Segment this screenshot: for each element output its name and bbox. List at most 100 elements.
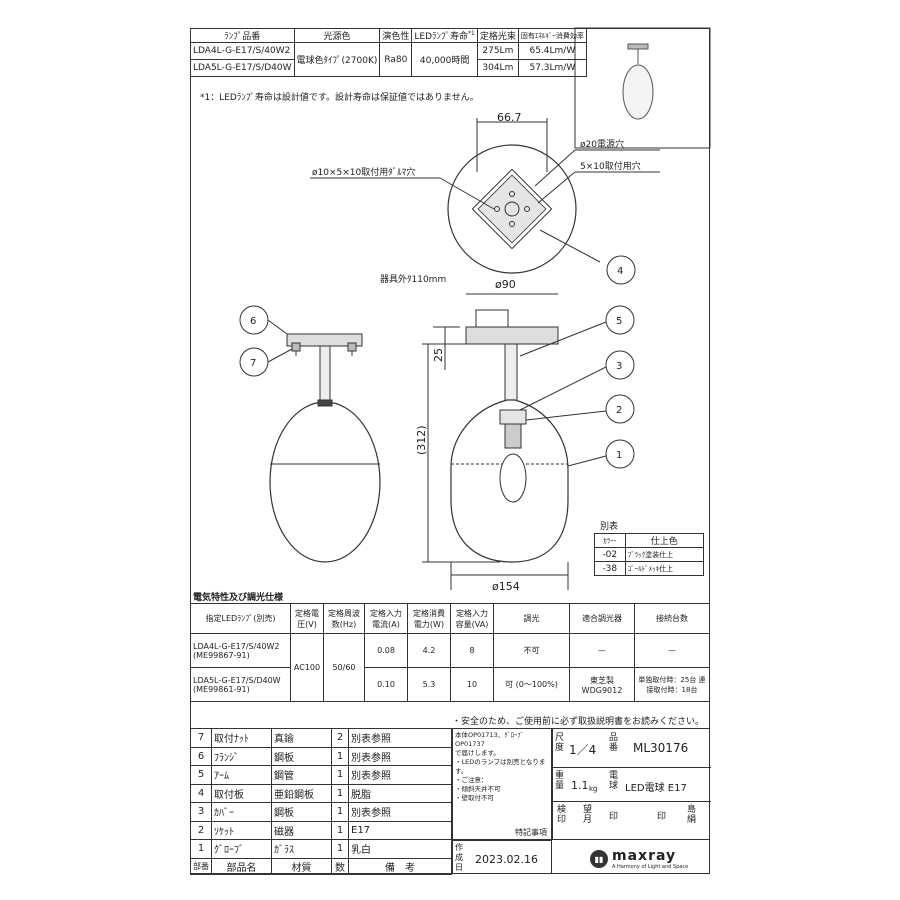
thumbnail-frame bbox=[574, 27, 711, 149]
part-material: 磁器 bbox=[271, 820, 332, 840]
dim-90: ø90 bbox=[495, 278, 516, 291]
spec-header-2: 定格周波数(Hz) bbox=[323, 603, 365, 634]
lamp-row1-5: 57.3Lm/W bbox=[517, 59, 587, 77]
spec-header-6: 調光 bbox=[493, 603, 570, 634]
spec-title: 電気特性及び調光仕様 bbox=[193, 593, 284, 603]
part-note: 乳白 bbox=[348, 839, 452, 859]
stamp-name-1: 望月 bbox=[583, 805, 593, 825]
spec-va-0: 8 bbox=[450, 633, 494, 668]
date-value: 2023.02.16 bbox=[475, 853, 538, 866]
safety-note: ・安全のため、ご使用前に必ず取扱説明書をお読みください。 bbox=[452, 717, 705, 727]
part-name: 取付板 bbox=[211, 783, 272, 803]
scale-value: 1／4 bbox=[569, 743, 597, 757]
bulb-label: 電球 bbox=[609, 771, 619, 791]
note-line: 本体OP01713、ｸﾞﾛｰﾌﾞOP01737 bbox=[455, 731, 524, 748]
stamp-seal-1: 印 bbox=[609, 812, 619, 822]
spec-header-0: 指定LEDﾗﾝﾌﾟ(別売) bbox=[190, 603, 291, 634]
label-dummy-hole: ø10×5×10取付用ﾀﾞﾙﾏ穴 bbox=[312, 166, 415, 178]
part-qty: 1 bbox=[331, 839, 349, 859]
note-line: ・ご注意： bbox=[455, 776, 488, 784]
label-mount-hole: 5×10取付用穴 bbox=[580, 160, 641, 172]
color-header-1: 仕上色 bbox=[624, 533, 705, 548]
part-material: 真鍮 bbox=[271, 728, 332, 748]
color-header-0: ｶﾗｰ- bbox=[594, 533, 626, 548]
title-block: 尺度 1／4 品番 ML30176 重量 1.1 kg 電球 LED電球 E17… bbox=[552, 728, 711, 840]
part-no: 1 bbox=[190, 839, 212, 859]
spec-voltage: AC100 bbox=[290, 633, 324, 702]
notes-label: 特記事項 bbox=[515, 828, 547, 837]
color-code: -38 bbox=[594, 561, 626, 576]
lamp-note: *1：LEDﾗﾝﾌﾟ寿命は設計値です。設計寿命は保証値ではありません。 bbox=[200, 93, 479, 103]
lamp-header-3-text: LEDﾗﾝﾌﾟ寿命 bbox=[414, 32, 469, 42]
balloon-7: 7 bbox=[250, 358, 256, 369]
parts-header-name: 部品名 bbox=[211, 857, 272, 875]
part-note: 別表参照 bbox=[348, 728, 452, 748]
part-note: 脱脂 bbox=[348, 783, 452, 803]
part-qty: 1 bbox=[331, 746, 349, 766]
hinban-value: ML30176 bbox=[633, 741, 689, 755]
note-line: ・壁取付不可 bbox=[455, 794, 494, 802]
balloon-2: 2 bbox=[616, 405, 622, 416]
part-qty: 1 bbox=[331, 783, 349, 803]
spec-units-0: — bbox=[634, 633, 710, 668]
note-mark: *1 bbox=[468, 30, 475, 37]
note-line: ・LEDのランプは別売となります。 bbox=[455, 758, 546, 775]
part-no: 4 bbox=[190, 783, 212, 803]
part-note: E17 bbox=[348, 820, 452, 840]
spec-va-1: 10 bbox=[450, 667, 494, 702]
part-material: ｶﾞﾗｽ bbox=[271, 839, 332, 859]
part-material: 鋼板 bbox=[271, 746, 332, 766]
spec-dim-1: 可 (0〜100%) bbox=[493, 667, 570, 702]
color-table-title: 別表 bbox=[600, 522, 619, 532]
part-material: 鋼板 bbox=[271, 802, 332, 822]
note-line: ・傾斜天井不可 bbox=[455, 785, 501, 793]
part-no: 5 bbox=[190, 765, 212, 785]
part-name: ｿｹｯﾄ bbox=[211, 820, 272, 840]
logo-icon: ▮▮ bbox=[590, 850, 608, 868]
spec-dimmer-1: 東芝製 WDG9012 bbox=[569, 667, 635, 702]
part-name: ｱｰﾑ bbox=[211, 765, 272, 785]
label-overall: 器具外ﾀ110mm bbox=[380, 273, 446, 285]
part-name: ｸﾞﾛｰﾌﾞ bbox=[211, 839, 272, 859]
balloon-5: 5 bbox=[616, 316, 622, 327]
part-qty: 1 bbox=[331, 820, 349, 840]
maxray-logo: ▮▮ maxray A Harmony of Light and Space bbox=[590, 848, 688, 870]
side-view-right bbox=[422, 293, 635, 590]
part-qty: 1 bbox=[331, 765, 349, 785]
dim-66-7: 66.7 bbox=[497, 111, 522, 124]
spec-header-1: 定格電圧(V) bbox=[290, 603, 324, 634]
part-note: 別表参照 bbox=[348, 746, 452, 766]
spec-header-4: 定格消費電力(W) bbox=[407, 603, 451, 634]
weight-label: 重量 bbox=[555, 771, 565, 791]
brand-sub: A Harmony of Light and Space bbox=[612, 864, 689, 870]
lamp-row1-0: LDA5L-G-E17/S/D40W bbox=[190, 59, 295, 77]
parts-header-qty: 数 bbox=[331, 857, 349, 875]
scale-label: 尺度 bbox=[555, 733, 565, 753]
part-note: 別表参照 bbox=[348, 802, 452, 822]
color-finish: ﾌﾞﾗｯｸ塗装仕上 bbox=[624, 547, 705, 562]
parts-header-note: 備 考 bbox=[348, 857, 452, 875]
side-view-left bbox=[239, 305, 381, 563]
stamp-inspect: 検印 bbox=[557, 805, 567, 825]
lamp-life: 40,000時間 bbox=[411, 42, 478, 77]
part-name: ﾌﾗﾝｼﾞ bbox=[211, 746, 272, 766]
label-hole-20: ø20電源穴 bbox=[580, 138, 624, 150]
balloon-1: 1 bbox=[616, 450, 622, 461]
dim-154: ø154 bbox=[492, 580, 520, 593]
part-no: 3 bbox=[190, 802, 212, 822]
weight-value: 1.1 bbox=[571, 779, 589, 792]
note-line: で届けします。 bbox=[455, 749, 500, 757]
spec-dimmer-0: — bbox=[569, 633, 635, 668]
spec-lamp-0: LDA4L-G-E17/S/40W2 (ME99867-91) bbox=[190, 633, 291, 668]
thumbnail-lamp-icon bbox=[622, 43, 654, 120]
spec-frequency: 50/60 bbox=[323, 633, 365, 702]
part-no: 6 bbox=[190, 746, 212, 766]
spec-header-7: 適合調光器 bbox=[569, 603, 635, 634]
balloon-4: 4 bbox=[617, 266, 623, 277]
lamp-color: 電球色ﾀｲﾌﾟ(2700K) bbox=[293, 42, 381, 77]
part-material: 亜鉛鋼板 bbox=[271, 783, 332, 803]
dim-25: 25 bbox=[432, 348, 445, 362]
part-material: 鋼管 bbox=[271, 765, 332, 785]
